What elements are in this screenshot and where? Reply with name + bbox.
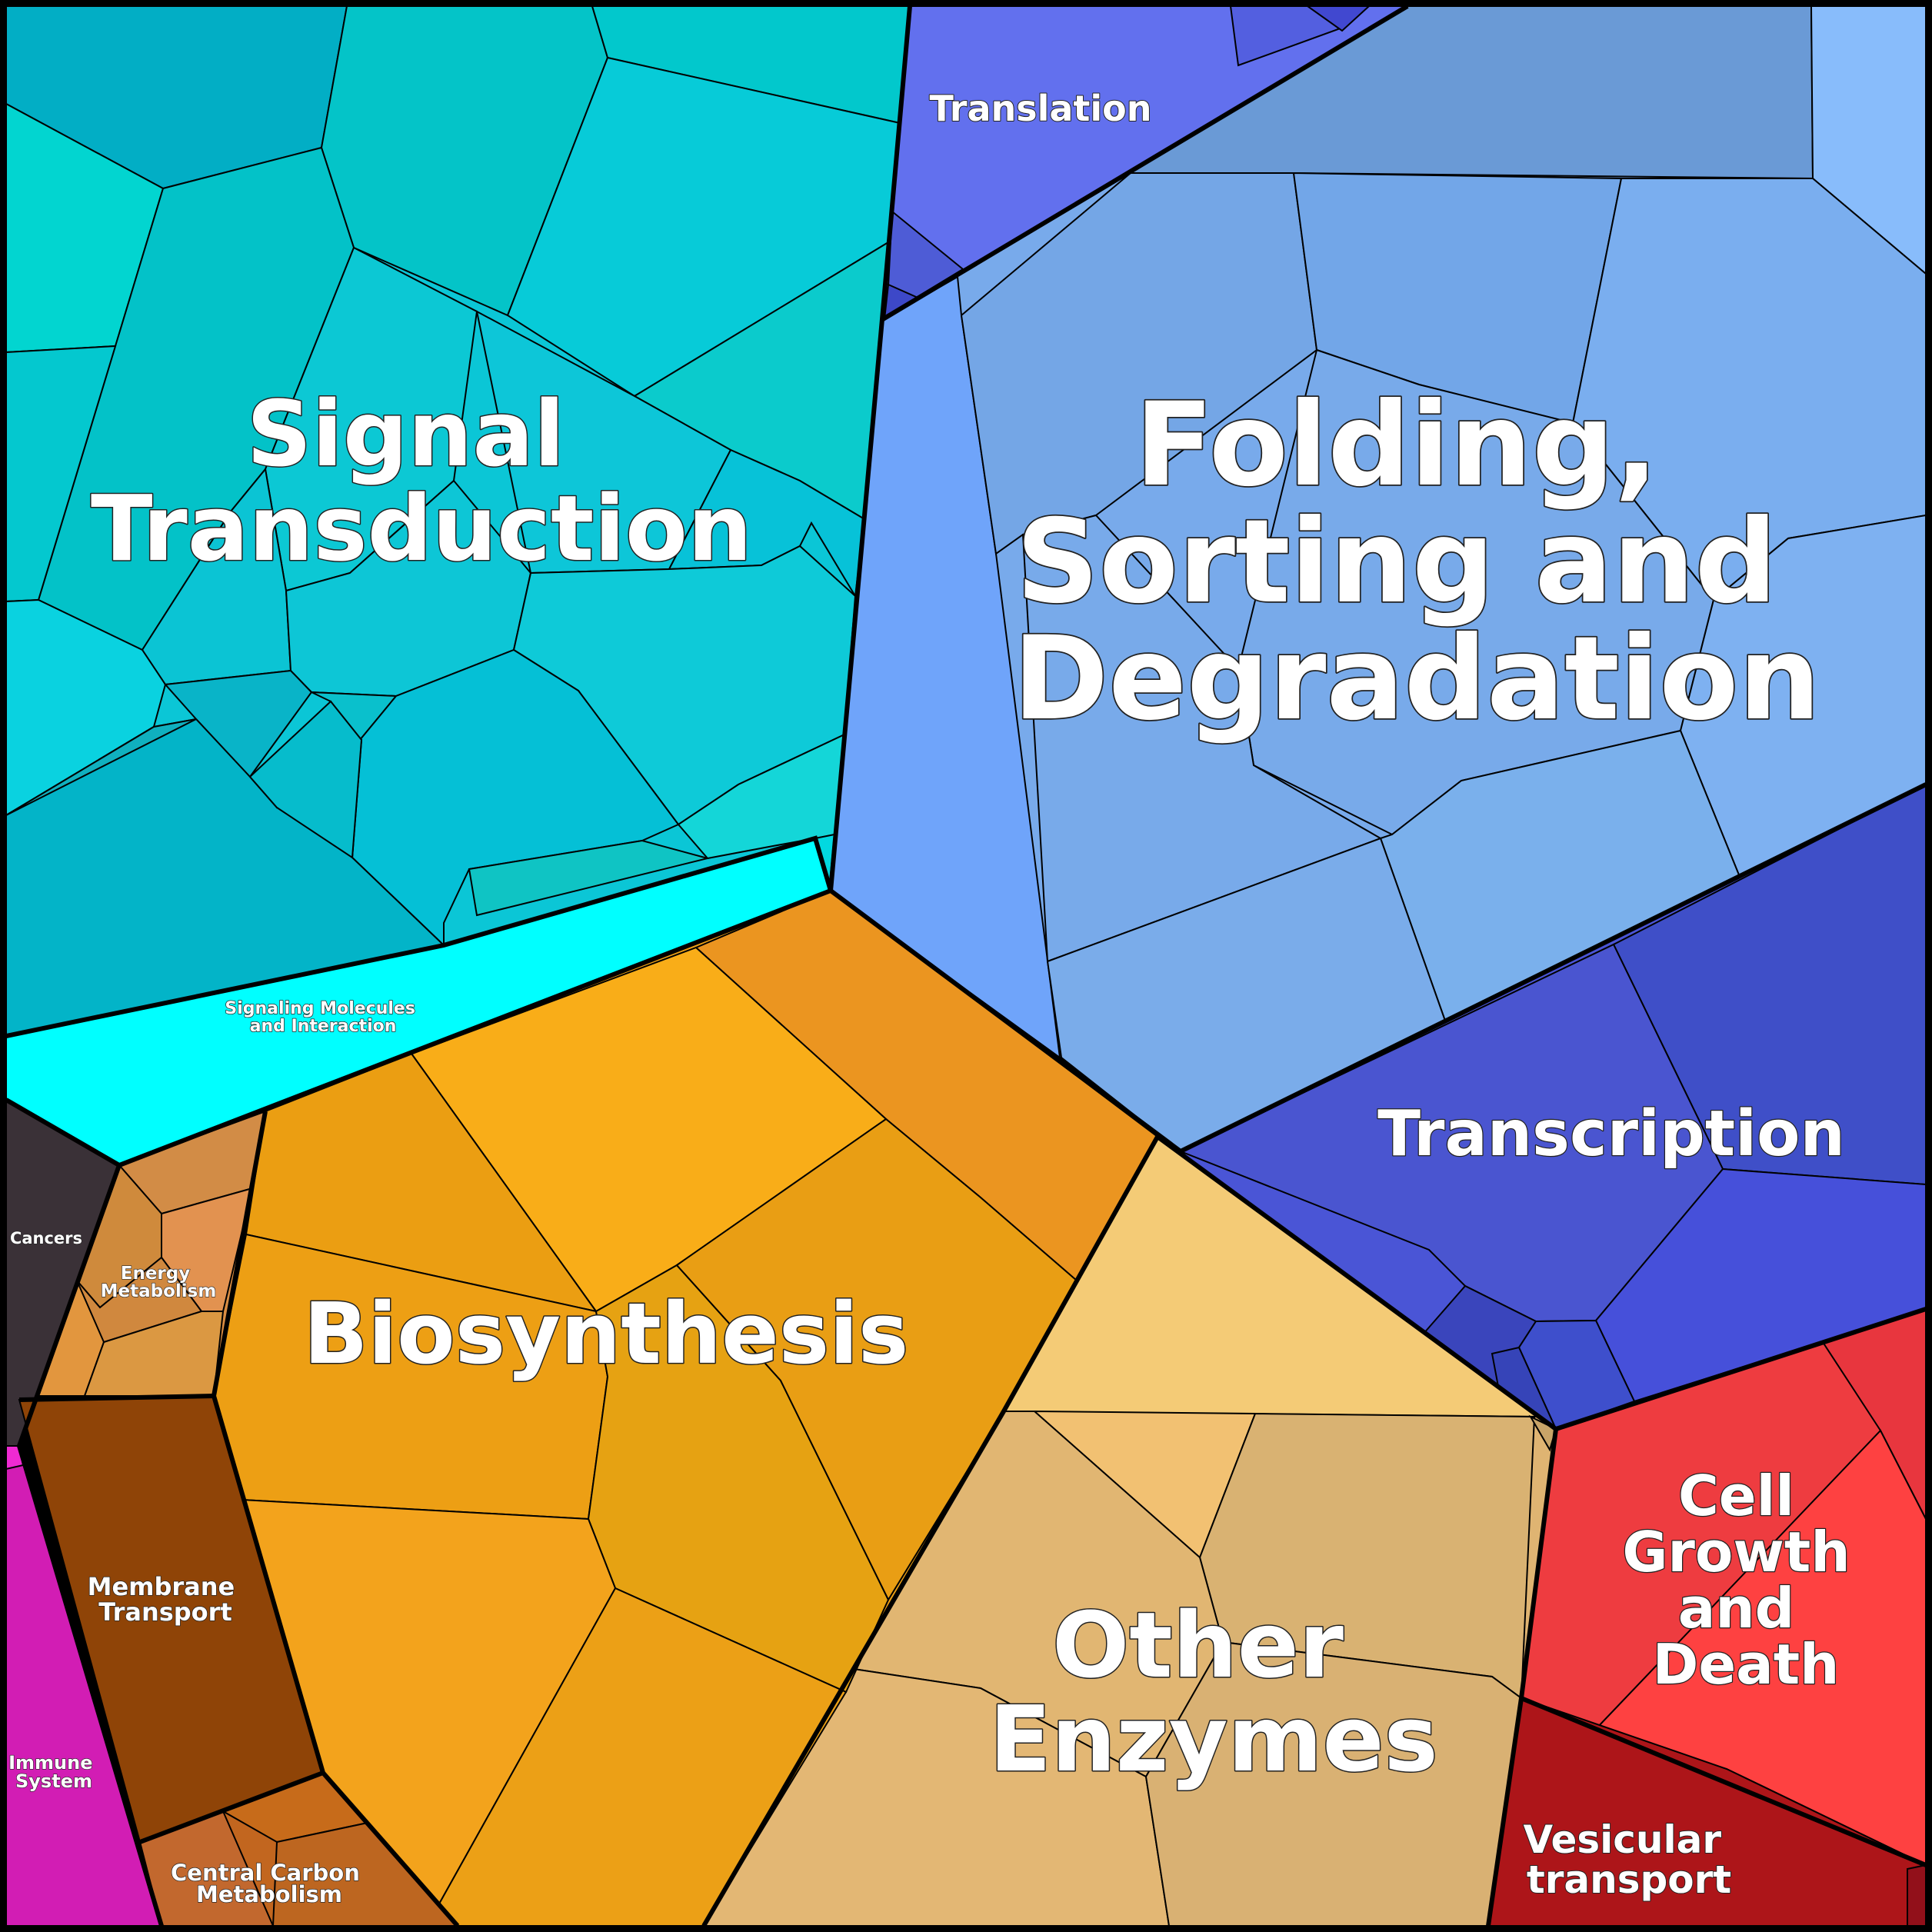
label-cancers: Cancers [10, 1229, 82, 1247]
label-translation: Translation [929, 88, 1151, 129]
label-signaling-molecules: Signaling Molecules and Interaction [225, 999, 421, 1036]
cell [960, 172, 1318, 555]
cell [468, 839, 711, 917]
boundary-line [18, 1394, 215, 1402]
boundary-line [5, 835, 833, 1038]
region-energy-metabolism[interactable] [37, 1110, 267, 1397]
cell [248, 700, 363, 859]
region-folding-sorting-degradation[interactable] [828, 5, 1927, 1153]
labels: Signal Transduction Signaling Molecules … [8, 87, 1869, 1908]
boundary-line [211, 1111, 460, 1927]
label-folding-sorting-degradation: Folding, Sorting and Degradation [1013, 378, 1820, 746]
label-biosynthesis: Biosynthesis [304, 1284, 909, 1383]
region-signal-transduction[interactable] [5, 5, 911, 1038]
boundary-line [828, 5, 912, 891]
label-membrane-transport: Membrane Transport [88, 1572, 244, 1627]
label-central-carbon-metabolism: Central Carbon Metabolism [171, 1860, 368, 1907]
boundary-line [701, 1135, 1160, 1927]
cell [163, 669, 313, 778]
label-signal-transduction: Signal Transduction [91, 381, 752, 581]
region-central-carbon-metabolism[interactable] [138, 1771, 460, 1927]
label-cell-growth-death: Cell Growth and Death [1622, 1464, 1869, 1697]
boundary-line [1520, 1696, 1927, 1867]
region-transcription[interactable] [1178, 783, 1927, 1431]
region-other-enzymes[interactable] [702, 1135, 1557, 1927]
label-energy-metabolism: Energy Metabolism [101, 1264, 217, 1301]
boundary-line [138, 1770, 325, 1844]
region-biosynthesis[interactable] [212, 889, 1159, 1927]
label-other-enzymes: Other Enzymes [989, 1592, 1437, 1792]
label-transcription: Transcription [1377, 1098, 1845, 1171]
label-vesicular-transport: Vesicular transport [1524, 1817, 1735, 1902]
cell [1907, 1864, 1927, 1927]
region-fill [884, 6, 1407, 319]
label-immune-system: Immune System [8, 1752, 99, 1792]
boundary-line [16, 1164, 164, 1927]
boundary-line [881, 4, 1409, 321]
cell [83, 1311, 225, 1397]
cell [5, 718, 197, 816]
